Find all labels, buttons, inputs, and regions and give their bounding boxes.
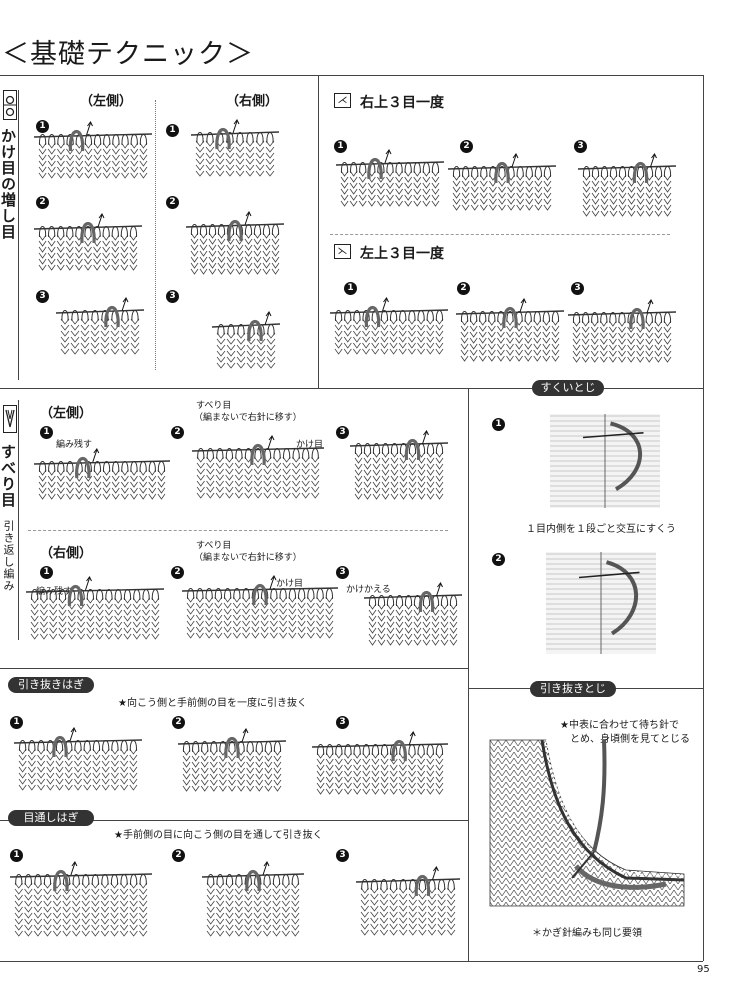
suberime-right-kakekaeru: かけかえる [346,585,391,595]
hikinukitoji-illustration [489,739,685,907]
hidariue3-step-1: 1 [344,282,357,295]
hikinukihagi-step-1: 1 [10,716,23,729]
kakeme-left-step-3: 3 [36,290,49,303]
migiue3-step-1: 1 [334,140,347,153]
page-number: 95 [697,964,710,975]
sukuitoji-caption: １目内側を１段ごと交互にすくう [526,524,676,535]
suberime-right-step-3: 3 [336,566,349,579]
kakeme-title: かけ目の増し目 [0,128,17,240]
hikinukitoji-footnote: ＊かぎ針編みも同じ要領 [532,928,642,939]
suberime-section-icon [3,405,17,433]
migiue-hidariue-divider [330,234,670,235]
kakeme-side-line [18,90,19,380]
hikinukihagi-step-2-illustration [177,728,287,792]
kakeme-left-step-2-illustration [33,213,143,271]
suberime-subtitle: 引き返し編み [2,520,15,592]
suberime-title: すべり目 [0,444,17,508]
suberime-left-step-1-illustration [33,448,171,500]
sukuitoji-step-1: 1 [492,418,505,431]
hikinukitoji-title: 引き抜きとじ [530,681,616,697]
frame-right-line [703,75,704,961]
hidariue3-step-2-illustration [455,298,565,362]
suberime-left-step-2: 2 [171,426,184,439]
kakeme-left-step-3-illustration [55,297,145,355]
kakeme-center-divider [155,100,156,370]
metooshihagi-title: 目通しはぎ [8,810,94,826]
suberime-side-line [18,400,19,640]
kakeme-left-step-1: 1 [36,120,49,133]
sukuitoji-step-2: 2 [492,553,505,566]
hidariue3-step-3-illustration [567,299,677,363]
suberime-left-note-1: すべり目 [196,401,232,411]
sukuitoji-title: すくいとじ [532,380,604,396]
metooshihagi-step-2: 2 [172,849,185,862]
page-title: ＜基礎テクニック＞ [2,39,254,70]
hikinukitoji-note-2: とめ、身頃側を見てとじる [570,734,690,745]
suberime-right-note-2: （編まないで右針に移す） [194,553,302,563]
metooshihagi-step-2-illustration [201,861,305,937]
suberime-right-step-2: 2 [171,566,184,579]
kakeme-section-icon [3,90,17,120]
suberime-right-step-1-illustration [25,576,165,640]
kakeme-left-label: （左側） [80,94,133,109]
migiue3-step-1-illustration [335,149,445,207]
hikinukihagi-step-3: 3 [336,716,349,729]
migiue3-symbol-icon: ⋌ [334,93,351,108]
migiue3-step-3-illustration [577,153,677,217]
metooshihagi-step-3: 3 [336,849,349,862]
suberime-left-kakeme: かけ目 [296,440,324,450]
hikinukihagi-step-1-illustration [13,727,143,791]
migiue3-step-2-illustration [447,153,557,211]
suberime-right-label: （右側） [40,546,93,561]
suberime-right-step-3-illustration [363,582,463,646]
hidariue3-title: 左上３目一度 [360,246,444,262]
metooshihagi-note: ★手前側の目に向こう側の目を通して引き抜く [114,830,323,841]
divider-suberime-sukui [468,388,469,961]
metooshihagi-step-1-illustration [9,861,153,937]
kakeme-right-step-3-illustration [211,311,281,369]
hidariue3-step-3: 3 [571,282,584,295]
divider-suberime-hagi [0,668,468,669]
suberime-left-step-3-illustration [349,430,449,500]
kakeme-right-step-1-illustration [190,119,280,177]
hikinukihagi-step-2: 2 [172,716,185,729]
hidariue3-step-1-illustration [329,297,449,355]
kakeme-right-step-3: 3 [166,290,179,303]
kakeme-right-step-2: 2 [166,196,179,209]
divider-kakeme-migiue [318,75,319,388]
suberime-left-step-3: 3 [336,426,349,439]
metooshihagi-step-1: 1 [10,849,23,862]
kakeme-left-step-2: 2 [36,196,49,209]
frame-bottom-line [0,961,703,962]
hikinukihagi-title: 引き抜きはぎ [8,677,94,693]
kakeme-right-label: （右側） [226,94,279,109]
suberime-right-step-2-illustration [181,575,339,639]
frame-top-line [0,75,703,76]
suberime-left-label: （左側） [40,406,93,421]
kakeme-right-step-1: 1 [166,124,179,137]
suberime-left-step-1: 1 [40,426,53,439]
suberime-left-note-2: （編まないで右針に移す） [194,413,302,423]
frame-mid-line [0,388,703,389]
sukuitoji-step-1-illustration [550,414,660,508]
hikinukihagi-step-3-illustration [311,731,449,795]
migiue3-title: 右上３目一度 [360,95,444,111]
metooshihagi-step-3-illustration [355,866,461,936]
kakeme-left-step-1-illustration [33,121,153,179]
kakeme-right-step-2-illustration [185,211,285,275]
suberime-left-step-2-illustration [191,435,325,499]
divider-hagi-metooshi [0,820,468,821]
suberime-left-right-divider [28,530,448,531]
hikinukihagi-note: ★向こう側と手前側の目を一度に引き抜く [118,698,307,709]
sukuitoji-step-2-illustration [546,552,656,654]
hikinukitoji-note-1: ★中表に合わせて待ち針で [560,720,679,731]
hidariue3-step-2: 2 [457,282,470,295]
suberime-right-kakeme: かけ目 [276,579,304,589]
suberime-right-step-1: 1 [40,566,53,579]
suberime-left-amiokosu: 編み残す [56,440,93,450]
migiue3-step-3: 3 [574,140,587,153]
hidariue3-symbol-icon: ⋋ [334,244,351,259]
migiue3-step-2: 2 [460,140,473,153]
suberime-right-note-1: すべり目 [196,541,232,551]
